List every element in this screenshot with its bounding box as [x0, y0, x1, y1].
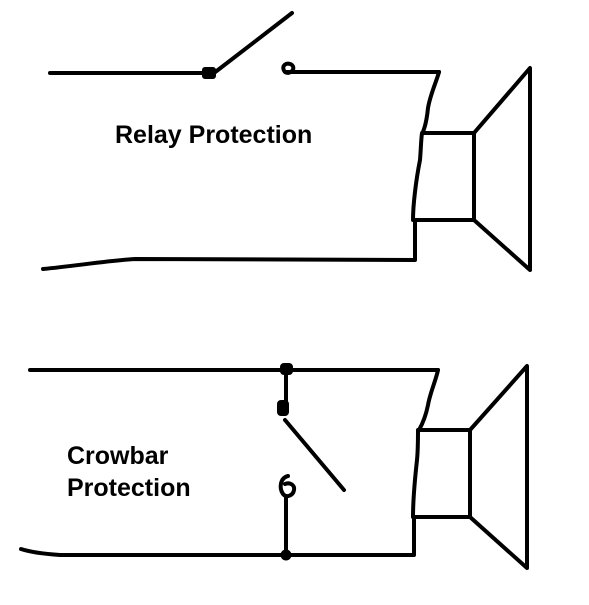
crowbar-fixed-contact — [278, 474, 297, 499]
relay-protection-circuit: Relay Protection — [41, 11, 532, 272]
crowbar-speaker-cone — [468, 364, 529, 570]
crowbar-label-line1: Crowbar — [67, 442, 169, 470]
crowbar-protection-circuit: Crowbar Protection — [19, 363, 529, 570]
crowbar-label-line2: Protection — [67, 474, 191, 502]
relay-speaker-magnet — [411, 131, 476, 222]
relay-bottom-wire — [41, 219, 417, 271]
crowbar-bottom-junction — [280, 549, 292, 561]
crowbar-bottom-wire — [19, 516, 416, 557]
relay-speaker-cone — [472, 66, 532, 272]
relay-switch-blade — [212, 11, 294, 75]
crowbar-speaker-magnet — [411, 428, 472, 519]
relay-speaker-icon — [411, 66, 532, 272]
crowbar-speaker-icon — [411, 364, 529, 570]
crowbar-wire-to-speaker — [417, 368, 440, 432]
crowbar-switch-contact — [277, 400, 289, 416]
relay-protection-label: Relay Protection — [115, 121, 312, 149]
relay-wire-to-speaker — [420, 70, 441, 136]
crowbar-switch-blade — [283, 418, 346, 492]
